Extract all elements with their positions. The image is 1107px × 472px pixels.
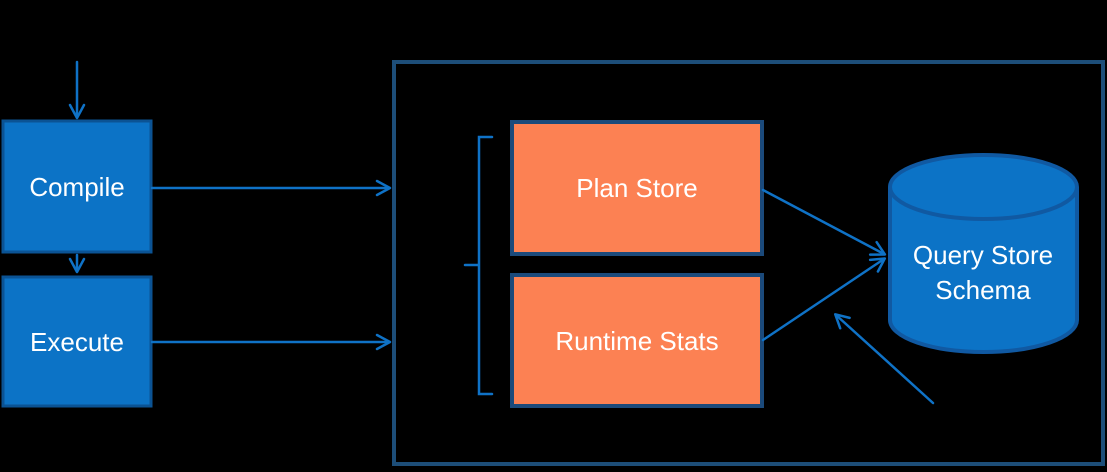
arrow-runtime-stats-to-schema — [761, 257, 887, 342]
query-store-schema-label-line1: Query Store — [913, 240, 1053, 270]
arrow-plan-store-to-schema — [761, 188, 887, 256]
compile-label: Compile — [29, 172, 124, 202]
compile-node — [1, 119, 153, 254]
cylinder-body — [888, 187, 1079, 354]
plan-store-label: Plan Store — [576, 173, 697, 203]
execute-label: Execute — [30, 327, 124, 357]
query-store-schema-label-line2: Schema — [935, 275, 1031, 305]
query-store-container — [392, 60, 1105, 466]
query-store-schema-node: Query Store Schema — [888, 153, 1079, 354]
cylinder-top — [888, 153, 1079, 221]
plan-store-node — [510, 120, 764, 256]
arrow-bottom-to-schema — [834, 313, 935, 405]
left-brace — [463, 135, 494, 396]
runtime-stats-label: Runtime Stats — [555, 326, 718, 356]
